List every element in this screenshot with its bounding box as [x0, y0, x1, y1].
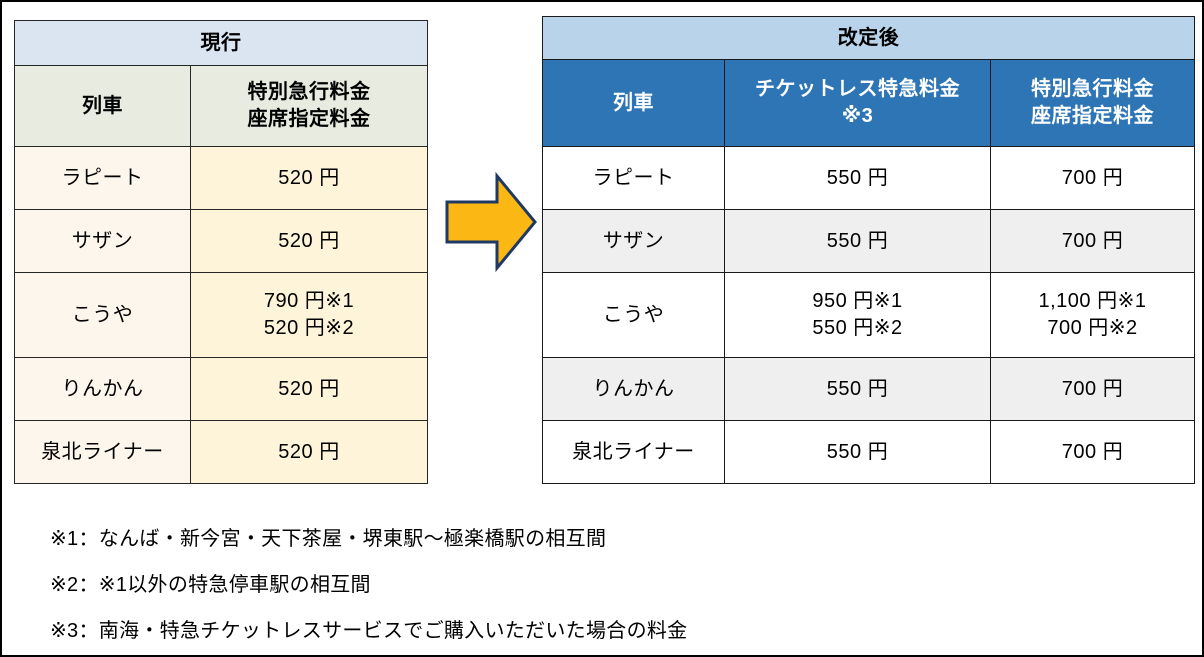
footnote-1: ※1：なんば・新今宮・天下茶屋・堺東駅〜極楽橋駅の相互間 — [50, 528, 607, 550]
right-table-title-row: 改定後 — [541, 16, 1196, 60]
table-row: サザン 520 円 — [14, 209, 428, 273]
right-row-train: ラピート — [542, 146, 725, 210]
right-table-header-row: 列車 チケットレス特急料金 ※3 特別急行料金 座席指定料金 — [542, 59, 1196, 147]
right-row-express-line2: 700 円※2 — [1047, 317, 1138, 339]
left-row-fare-line1: 790 円※1 — [263, 290, 355, 312]
right-row-ticketless: 950 円※1 550 円※2 — [724, 272, 991, 358]
right-row-express-line1: 700 円 — [1061, 440, 1124, 463]
table-row: ラピート 550 円 700 円 — [542, 146, 1196, 210]
right-row-ticketless-line1: 550 円 — [826, 440, 889, 463]
right-header-ticketless-line2: ※3 — [841, 105, 874, 127]
left-row-train: 泉北ライナー — [14, 420, 191, 484]
right-row-express-line1: 700 円 — [1061, 229, 1124, 252]
right-row-express: 700 円 — [989, 357, 1196, 421]
revised-fare-table: 改定後 列車 チケットレス特急料金 ※3 特別急行料金 座席指定料金 ラピート … — [541, 16, 1196, 484]
left-row-fare: 520 円 — [190, 209, 428, 273]
left-table-header-row: 列車 特別急行料金 座席指定料金 — [14, 65, 428, 147]
right-row-ticketless-line1: 950 円※1 — [812, 290, 903, 312]
left-row-fare-line1: 520 円 — [278, 377, 340, 400]
left-row-fare-line1: 520 円 — [278, 229, 340, 252]
right-row-express: 700 円 — [989, 146, 1196, 210]
left-header-fare-line2: 座席指定料金 — [247, 108, 371, 130]
right-row-express-line1: 700 円 — [1061, 377, 1124, 400]
right-row-ticketless-line2: 550 円※2 — [812, 317, 903, 339]
right-row-express-line1: 1,100 円※1 — [1038, 290, 1147, 312]
right-row-train: 泉北ライナー — [542, 420, 725, 484]
right-row-express: 1,100 円※1 700 円※2 — [989, 272, 1196, 358]
table-row: こうや 950 円※1 550 円※2 1,100 円※1 700 円※2 — [542, 272, 1196, 358]
right-row-express: 700 円 — [989, 209, 1196, 273]
left-row-fare-line1: 520 円 — [278, 440, 340, 463]
right-table-title: 改定後 — [541, 16, 1196, 60]
right-row-ticketless: 550 円 — [724, 357, 991, 421]
left-header-train: 列車 — [14, 65, 191, 147]
right-row-train: サザン — [542, 209, 725, 273]
right-row-ticketless: 550 円 — [724, 209, 991, 273]
right-row-ticketless-line1: 550 円 — [826, 229, 889, 252]
left-row-fare-line2: 520 円※2 — [263, 317, 355, 339]
left-row-fare-line1: 520 円 — [278, 166, 340, 189]
footnote-3: ※3：南海・特急チケットレスサービスでご購入いただいた場合の料金 — [50, 620, 688, 642]
footnote-list: ※1：なんば・新今宮・天下茶屋・堺東駅〜極楽橋駅の相互間 ※2：※1以外の特急停… — [50, 528, 1170, 655]
left-row-train: サザン — [14, 209, 191, 273]
table-row: サザン 550 円 700 円 — [542, 209, 1196, 273]
table-row: りんかん 550 円 700 円 — [542, 357, 1196, 421]
right-header-ticketless: チケットレス特急料金 ※3 — [724, 59, 991, 147]
right-header-express: 特別急行料金 座席指定料金 — [989, 59, 1196, 147]
table-row: こうや 790 円※1 520 円※2 — [14, 272, 428, 358]
table-row: 泉北ライナー 550 円 700 円 — [542, 420, 1196, 484]
left-row-fare: 790 円※1 520 円※2 — [190, 272, 428, 358]
right-header-express-line1: 特別急行料金 — [1031, 78, 1154, 100]
right-header-train: 列車 — [542, 59, 725, 147]
table-row: りんかん 520 円 — [14, 357, 428, 421]
left-row-fare: 520 円 — [190, 357, 428, 421]
right-arrow-icon — [445, 171, 537, 273]
left-row-train: ラピート — [14, 146, 191, 210]
left-header-fare: 特別急行料金 座席指定料金 — [190, 65, 428, 147]
right-row-train: りんかん — [542, 357, 725, 421]
right-row-express: 700 円 — [989, 420, 1196, 484]
left-row-fare: 520 円 — [190, 420, 428, 484]
left-header-fare-line1: 特別急行料金 — [247, 81, 371, 103]
right-row-ticketless: 550 円 — [724, 146, 991, 210]
table-row: 泉北ライナー 520 円 — [14, 420, 428, 484]
right-header-express-line2: 座席指定料金 — [1031, 105, 1154, 127]
left-row-train: りんかん — [14, 357, 191, 421]
current-fare-table: 現行 列車 特別急行料金 座席指定料金 ラピート 520 円 サザン 520 円 — [14, 20, 428, 484]
left-row-train: こうや — [14, 272, 191, 358]
left-row-fare: 520 円 — [190, 146, 428, 210]
right-header-ticketless-line1: チケットレス特急料金 — [755, 78, 960, 100]
table-row: ラピート 520 円 — [14, 146, 428, 210]
right-row-ticketless: 550 円 — [724, 420, 991, 484]
right-row-express-line1: 700 円 — [1061, 166, 1124, 189]
left-table-title: 現行 — [14, 20, 428, 66]
right-row-ticketless-line1: 550 円 — [826, 377, 889, 400]
footnote-2: ※2：※1以外の特急停車駅の相互間 — [50, 574, 371, 596]
left-table-title-row: 現行 — [14, 20, 428, 66]
right-row-train: こうや — [542, 272, 725, 358]
right-row-ticketless-line1: 550 円 — [826, 166, 889, 189]
